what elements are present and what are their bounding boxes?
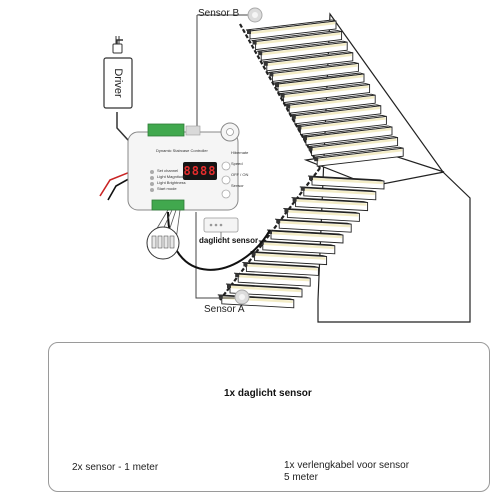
led-strip xyxy=(263,242,334,249)
plug-connectors xyxy=(151,235,175,249)
sensor-a-cable xyxy=(195,212,240,299)
daylight-sensor-caption: 1x daglicht sensor xyxy=(224,388,312,399)
led-strip xyxy=(301,117,386,130)
upper-step xyxy=(257,40,348,61)
driver-box xyxy=(103,57,133,109)
controller-row-label: Set channel xyxy=(157,168,179,173)
lower-step xyxy=(258,240,336,255)
led-strip xyxy=(288,210,359,217)
accessories-panel xyxy=(48,342,490,492)
led-strip xyxy=(280,221,351,228)
led-strip xyxy=(296,199,367,206)
controller-row-label: Start mode xyxy=(157,186,177,191)
led-strip xyxy=(284,85,369,98)
lower-step xyxy=(250,251,328,266)
led-strip xyxy=(250,21,336,35)
controller-side-label: Sensor xyxy=(231,183,244,188)
controller-side-label: OFF / ON xyxy=(231,172,249,177)
led-strip xyxy=(256,32,341,45)
sensor-b-icon xyxy=(247,7,263,23)
upper-step xyxy=(285,93,376,114)
upper-step xyxy=(245,19,337,40)
led-strip xyxy=(290,96,375,109)
plug-zoom-circle xyxy=(146,226,180,260)
upper-flight-stringer xyxy=(239,23,321,169)
extension-cable-caption-line2: 5 meter xyxy=(284,472,318,483)
led-strip xyxy=(318,149,403,162)
lower-step xyxy=(307,175,385,190)
upper-step xyxy=(279,83,371,104)
upper-step xyxy=(313,146,404,167)
extension-cable-caption-line1: 1x verlengkabel voor sensor xyxy=(284,460,410,471)
led-strip xyxy=(312,177,384,185)
motion-sensors-caption: 2x sensor - 1 meter xyxy=(72,462,159,473)
driver-label: Driver xyxy=(112,68,124,98)
controller-side-label: Hibernate xyxy=(231,150,249,155)
upper-step xyxy=(307,136,399,157)
controller-row-labels: Set channel Light Magnitude Light Bright… xyxy=(157,168,186,192)
controller-side-label: Speed xyxy=(231,161,243,166)
upper-step xyxy=(268,61,359,82)
sensor-b-label: Sensor B xyxy=(198,8,240,19)
led-strip xyxy=(271,231,343,239)
upper-flight-steps xyxy=(245,19,404,167)
sensor-a-label: Sensor A xyxy=(204,304,245,315)
lower-step xyxy=(234,272,311,287)
led-strip xyxy=(304,188,375,195)
controller-side-labels: Hibernate Speed OFF / ON Sensor xyxy=(231,150,248,194)
sensor-a-icon xyxy=(234,289,250,305)
led-strip xyxy=(312,138,397,151)
led-strip xyxy=(267,53,352,66)
led-strip xyxy=(306,127,392,141)
upper-step xyxy=(301,125,393,146)
led-strip xyxy=(278,74,364,88)
upper-step xyxy=(273,72,365,93)
led-strip xyxy=(247,264,318,271)
lower-step xyxy=(242,261,319,276)
upper-step xyxy=(251,30,343,51)
controller-title: Dynamic Staircase Controller xyxy=(156,148,208,153)
upper-step xyxy=(290,104,382,125)
controller-row-label: Light Magnitude xyxy=(157,174,186,179)
lower-step xyxy=(283,207,360,222)
upper-step xyxy=(262,51,354,72)
lower-step xyxy=(275,218,352,233)
led-strip xyxy=(239,275,310,282)
controller-row-label: Light Brightness xyxy=(157,180,186,185)
seven-segment-display: 8888 xyxy=(183,162,217,180)
led-strip xyxy=(230,285,302,293)
mains-plug-icon xyxy=(112,36,123,54)
upper-step xyxy=(296,114,387,135)
led-strip xyxy=(262,43,347,56)
lower-step xyxy=(291,197,369,212)
led-strip xyxy=(295,106,380,119)
daylight-sensor-diagram-label: daglicht sensor xyxy=(199,236,259,245)
daylight-sensor-module-diagram xyxy=(203,217,239,242)
lower-step xyxy=(299,186,377,201)
led-strip xyxy=(255,253,326,260)
led-strip xyxy=(273,64,358,77)
